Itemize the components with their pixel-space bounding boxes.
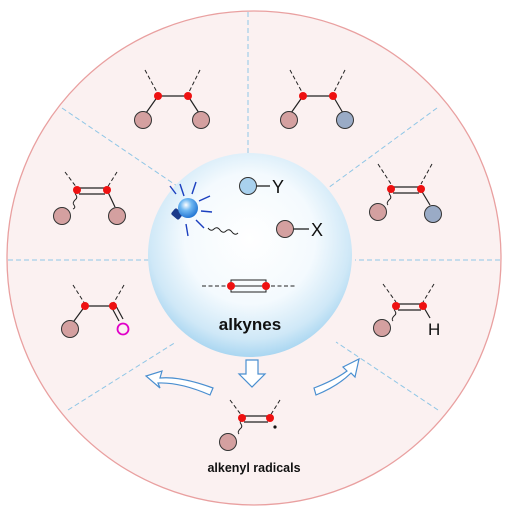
sector-top-right — [280, 69, 354, 129]
curved-arrow-left-icon — [144, 370, 214, 396]
light-bulb-icon — [169, 181, 213, 237]
bottom-caption: alkenyl radicals — [207, 461, 300, 475]
reagent-y: Y — [239, 177, 284, 197]
reagent-y-label: Y — [272, 177, 284, 197]
reagent-x-label: X — [311, 220, 323, 240]
central-sphere — [148, 153, 352, 357]
sector-top-left — [134, 69, 210, 129]
sector-lower-left — [61, 284, 130, 338]
light-wave-icon — [207, 227, 239, 235]
alkyne-structure — [202, 279, 296, 293]
sector-mid-left — [53, 171, 126, 225]
hydrogen-label: H — [428, 320, 440, 339]
sector-lower-right: H — [373, 283, 440, 339]
down-arrow-icon — [237, 359, 267, 388]
center-title: alkynes — [219, 315, 281, 334]
reagent-x: X — [276, 220, 323, 240]
sector-mid-right — [369, 163, 442, 223]
alkenyl-radical-structure — [219, 399, 281, 451]
sector-dividers — [8, 12, 500, 411]
curved-arrow-right-icon — [313, 357, 360, 396]
